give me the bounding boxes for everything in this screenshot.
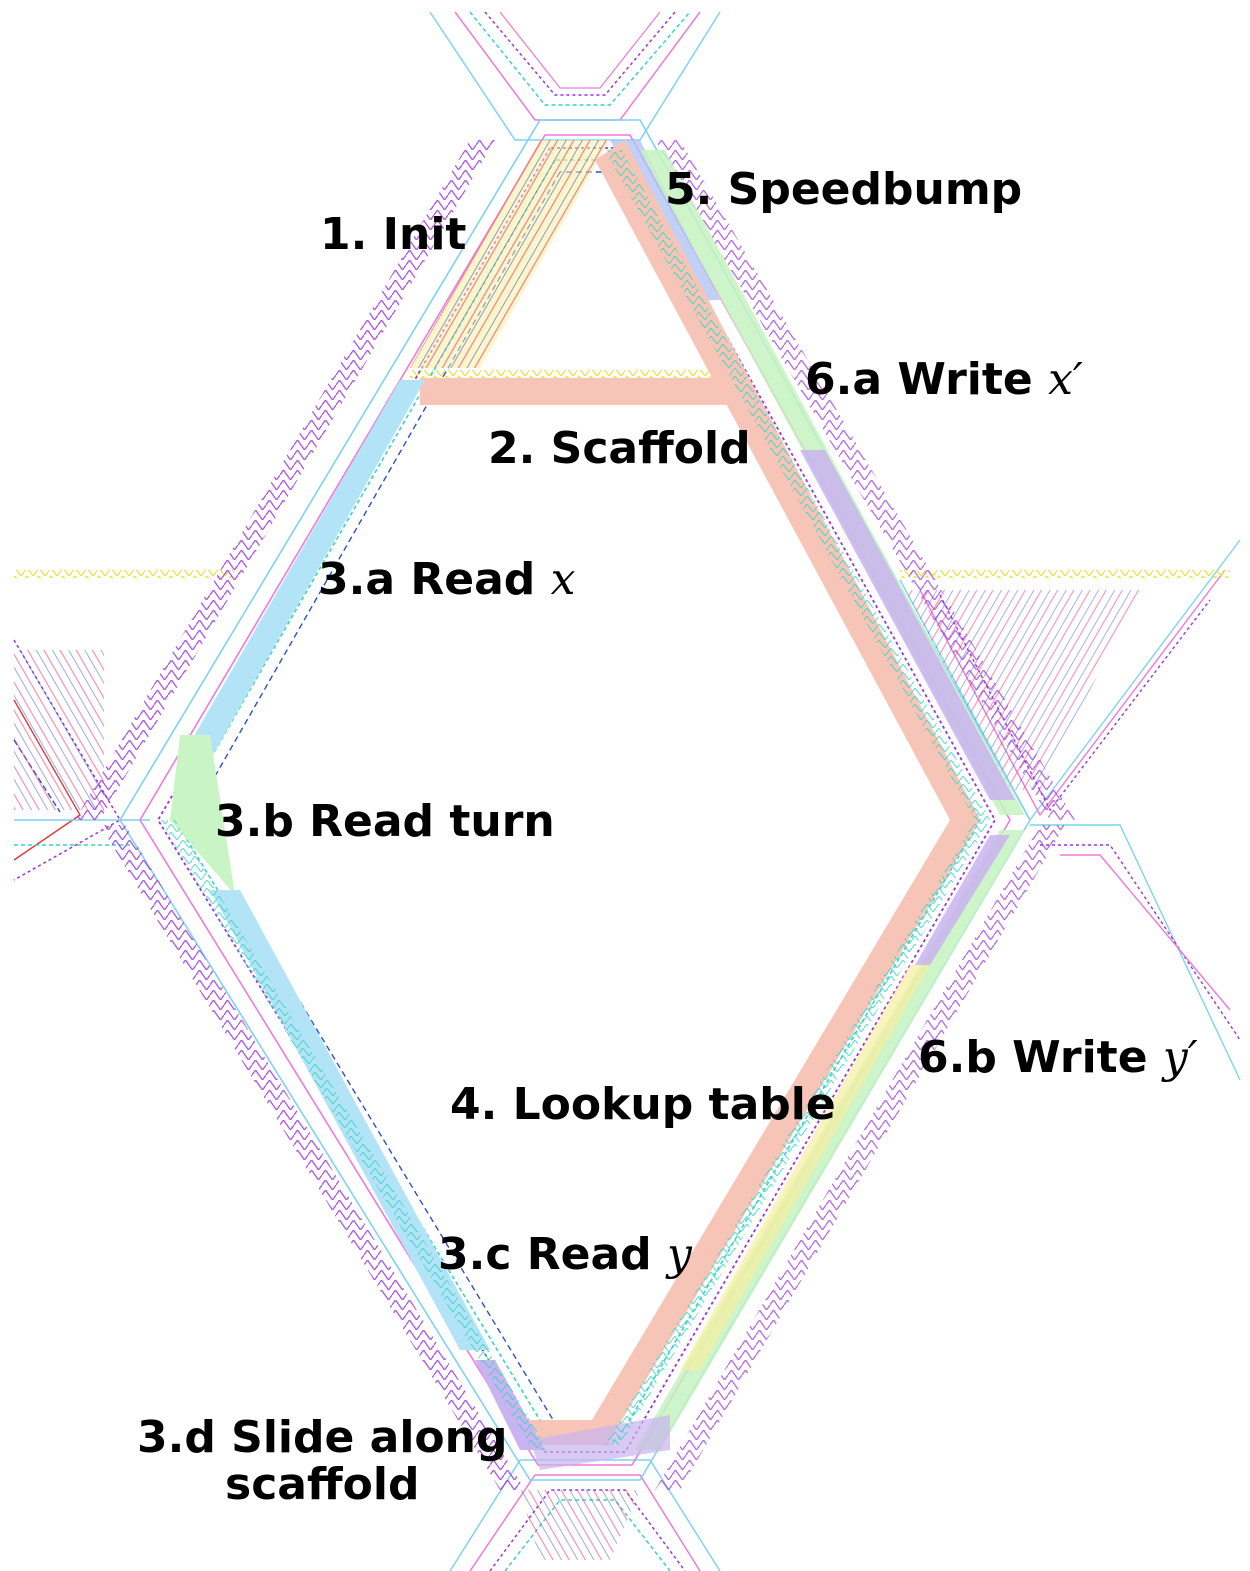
label-scaffold: 2. Scaffold — [488, 423, 751, 475]
label-slide-line2: scaffold — [225, 1458, 420, 1510]
label-lookup: 4. Lookup table — [450, 1079, 836, 1131]
label-read-turn: 3.b Read turn — [215, 796, 555, 848]
label-read-x: 3.a Read x — [318, 554, 576, 606]
scaffold-zig-lines — [14, 370, 1230, 578]
write-y-yellow — [680, 965, 930, 1370]
label-scaffold-text: 2. Scaffold — [488, 423, 751, 474]
bottom-purple — [530, 1415, 670, 1470]
label-slide: 3.d Slide along scaffold — [137, 1412, 508, 1510]
label-read-y-var: y — [666, 1229, 692, 1280]
label-write-x-text: 6.a Write — [805, 354, 1033, 405]
label-read-y-text: 3.c Read — [438, 1229, 652, 1280]
write-x-band-purple — [800, 450, 1015, 800]
read-turn-band — [170, 735, 235, 895]
neighbour-strands-left — [13, 639, 150, 881]
label-write-y-text: 6.b Write — [918, 1032, 1148, 1083]
label-speedbump: 5. Speedbump — [665, 164, 1023, 216]
write-y-band-purple — [915, 835, 1010, 965]
label-write-y: 6.b Write y′ — [918, 1032, 1198, 1084]
label-write-x-var: x′ — [1048, 354, 1083, 405]
label-slide-line1: 3.d Slide along — [137, 1412, 508, 1463]
inner-zig-strands — [160, 150, 990, 1450]
label-write-x: 6.a Write x′ — [805, 354, 1083, 406]
label-lookup-text: 4. Lookup table — [450, 1079, 836, 1130]
read-x-band — [180, 380, 425, 760]
label-read-turn-text: 3.b Read turn — [215, 796, 555, 847]
lookup-band — [420, 378, 730, 405]
init-hatch — [410, 140, 610, 368]
outer-zig-left — [75, 140, 525, 1490]
label-speedbump-text: 5. Speedbump — [665, 164, 1023, 215]
label-init: 1. Init — [320, 209, 467, 261]
outer-zig-right — [655, 140, 1075, 1490]
label-init-text: 1. Init — [320, 209, 467, 260]
label-read-x-text: 3.a Read — [318, 554, 536, 605]
lookup-band-diagonal-bottom — [580, 820, 980, 1440]
label-read-y: 3.c Read y — [438, 1229, 692, 1281]
bottom-hatch — [520, 1490, 640, 1560]
label-write-y-var: y′ — [1162, 1032, 1198, 1083]
label-read-x-var: x — [550, 554, 576, 605]
